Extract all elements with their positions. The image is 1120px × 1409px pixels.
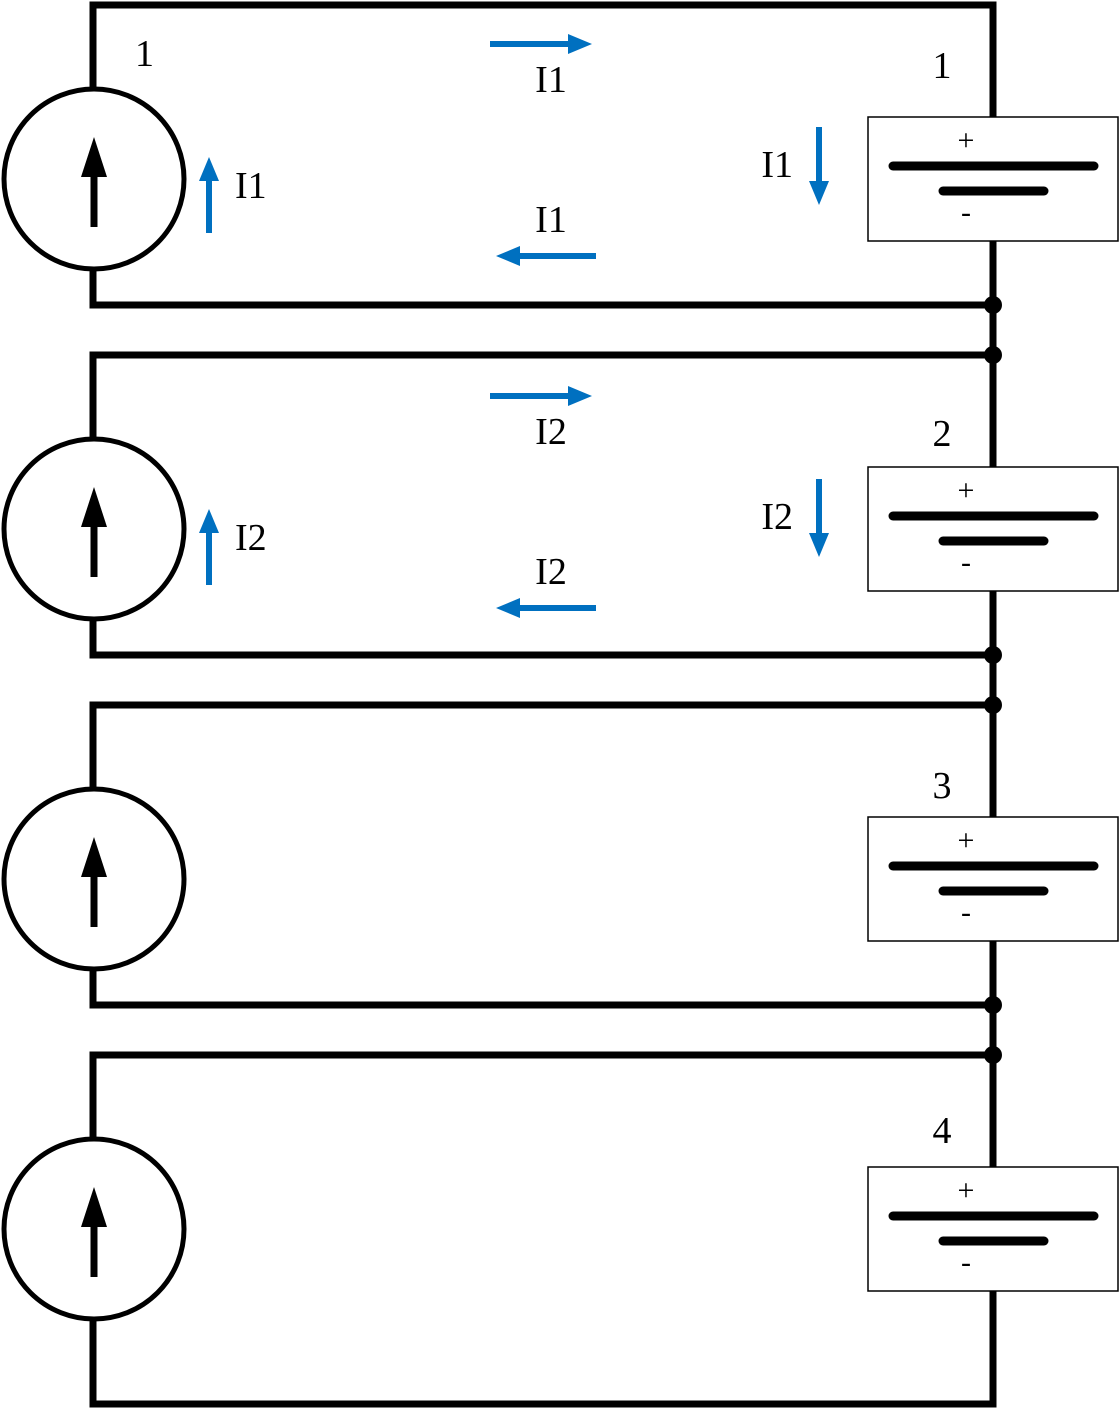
current-label-bottom: I2 (535, 551, 567, 593)
battery-box (867, 1166, 1119, 1292)
loop-wire (89, 1, 997, 309)
junction-node (984, 1046, 1002, 1064)
battery-minus-sign: - (961, 896, 971, 929)
battery-plus-sign: + (958, 124, 975, 157)
current-arrow-icon-bottom (496, 598, 596, 618)
source-arrow-head (81, 137, 107, 177)
stage-4: + - 4 (1, 1046, 1119, 1408)
current-arrow-head (496, 246, 520, 266)
current-arrow-icon-top (490, 34, 592, 54)
current-label-bottom: I1 (535, 199, 567, 241)
current-arrow-icon-battery (809, 127, 829, 205)
current-arrow-head (199, 157, 219, 181)
current-arrow-icon-top (490, 386, 592, 406)
battery-label: 1 (933, 45, 952, 87)
junction-node (984, 346, 1002, 364)
battery-plus-sign: + (958, 824, 975, 857)
current-arrow-icon-source (199, 157, 219, 233)
junction-node (984, 646, 1002, 664)
battery-label: 2 (933, 413, 952, 455)
current-arrow-head (568, 34, 592, 54)
current-arrow-head (568, 386, 592, 406)
current-label-battery: I1 (761, 144, 793, 186)
battery-label: 3 (933, 765, 952, 807)
loop-wire (89, 701, 997, 1009)
source-arrow-head (81, 837, 107, 877)
current-source-icon (1, 786, 187, 972)
current-source-icon (1, 86, 187, 272)
battery-minus-sign: - (961, 1246, 971, 1279)
current-arrow-head (496, 598, 520, 618)
junction-node (984, 996, 1002, 1014)
current-label-source: I1 (235, 165, 267, 207)
battery-cell-icon (867, 466, 1119, 592)
battery-cell-icon (867, 1166, 1119, 1292)
battery-plus-sign: + (958, 1174, 975, 1207)
current-source-icon (1, 436, 187, 622)
source-arrow-head (81, 487, 107, 527)
battery-box (867, 466, 1119, 592)
stage-3: + - 3 (1, 696, 1119, 1059)
battery-box (867, 116, 1119, 242)
current-arrow-icon-battery (809, 479, 829, 557)
source-label: 1 (135, 33, 154, 75)
current-label-top: I1 (535, 59, 567, 101)
current-arrow-head (809, 181, 829, 205)
battery-plus-sign: + (958, 474, 975, 507)
junction-node (984, 296, 1002, 314)
source-arrow-head (81, 1187, 107, 1227)
battery-minus-sign: - (961, 546, 971, 579)
battery-box (867, 816, 1119, 942)
current-source-icon (1, 1136, 187, 1322)
current-arrow-icon-source (199, 509, 219, 585)
loop-wire (89, 1051, 997, 1408)
battery-cell-icon (867, 116, 1119, 242)
current-label-battery: I2 (761, 496, 793, 538)
current-arrow-icon-bottom (496, 246, 596, 266)
junction-node (984, 696, 1002, 714)
battery-label: 4 (933, 1110, 952, 1152)
current-arrow-head (199, 509, 219, 533)
current-label-top: I2 (535, 411, 567, 453)
current-label-source: I2 (235, 517, 267, 559)
current-arrow-head (809, 533, 829, 557)
battery-minus-sign: - (961, 196, 971, 229)
battery-cell-icon (867, 816, 1119, 942)
